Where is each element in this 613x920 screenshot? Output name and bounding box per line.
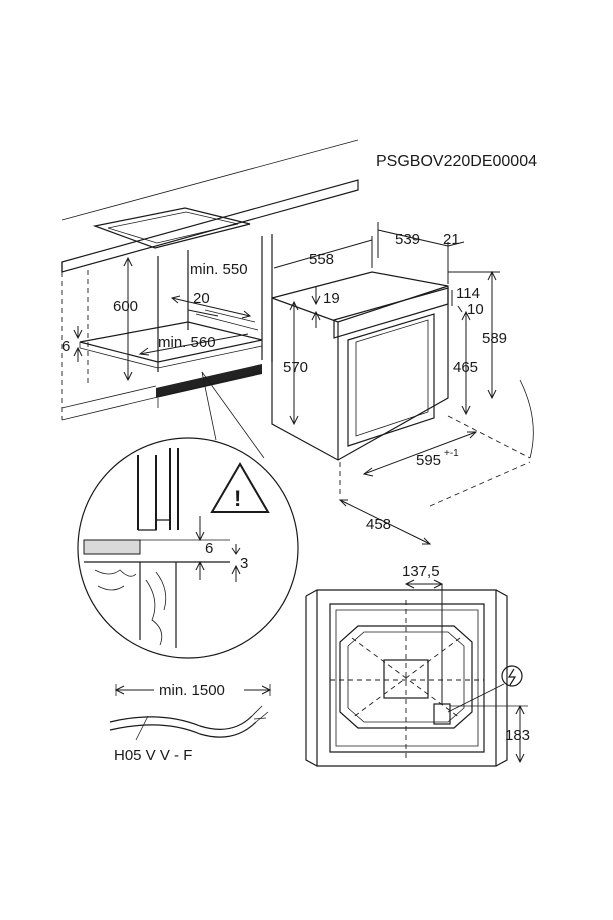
dim-cabinet-gap: 6 (62, 338, 70, 355)
dim-114: 114 (456, 285, 480, 302)
dim-10: 10 (467, 301, 484, 318)
dim-width: 595 (416, 452, 441, 469)
dim-front-height: 465 (453, 359, 478, 376)
detail-circle: ! (77, 437, 299, 659)
dim-front-thickness: 21 (443, 231, 460, 248)
dim-inset: 20 (193, 290, 210, 307)
cable-drawing (109, 684, 272, 741)
dim-cabinet-height: 600 (113, 298, 138, 315)
svg-text:!: ! (234, 486, 241, 511)
dim-depth-min: min. 550 (190, 261, 248, 278)
dim-depth-body: 539 (395, 231, 420, 248)
dim-depth-total: 558 (309, 251, 334, 268)
dim-total-height: 589 (482, 330, 507, 347)
dim-offset: 137,5 (402, 563, 440, 580)
cabinet-drawing (61, 139, 359, 459)
dim-panel-top: 19 (323, 290, 340, 307)
cable-length: min. 1500 (159, 682, 225, 699)
dim-width-tolerance: +-1 (444, 448, 459, 459)
oven-back-view (305, 579, 528, 767)
dim-width-min: min. 560 (158, 334, 216, 351)
cable-type: H05 V V - F (114, 747, 192, 764)
detail-dim-upper: 6 (205, 540, 213, 557)
dim-socket-height: 183 (505, 727, 530, 744)
oven-drawing (271, 222, 534, 545)
detail-dim-lower: 3 (240, 555, 248, 572)
diagram-code: PSGBOV220DE00004 (376, 153, 537, 170)
dim-bottom-depth: 458 (366, 516, 391, 533)
dim-body-height: 570 (283, 359, 308, 376)
